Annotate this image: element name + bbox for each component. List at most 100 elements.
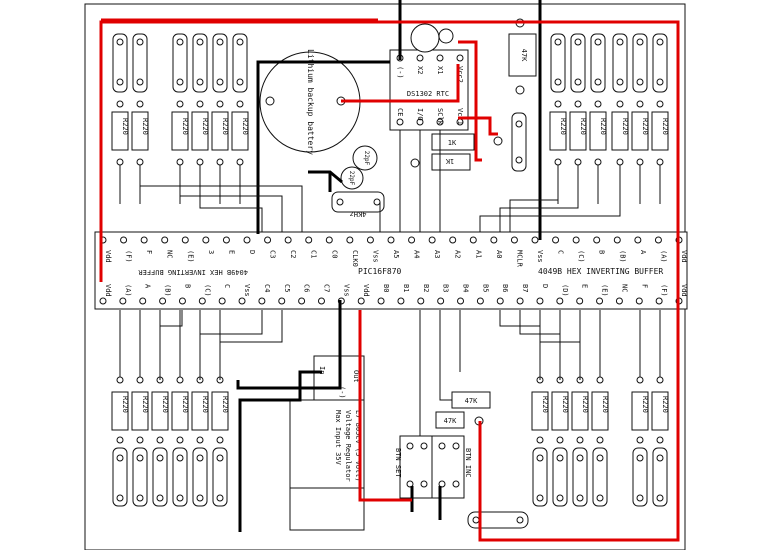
button-set: BTN SET: [394, 435, 433, 499]
led-pad: [594, 38, 602, 46]
resistor-220-label: R220: [621, 118, 629, 135]
pic-top-pin-label: (B): [618, 250, 626, 263]
res-pad: [574, 158, 582, 166]
led-pad: [116, 454, 124, 462]
pic-top-pin-label: A5: [392, 250, 400, 258]
led-pad: [596, 454, 604, 462]
res-pad: [116, 100, 124, 108]
pic-top-pin: [222, 236, 230, 244]
resistor-220: [611, 111, 629, 151]
resistor-220-label: R220: [161, 396, 169, 413]
rtc-pin-label: SClk: [436, 108, 444, 126]
pic-bottom-pin: [536, 297, 544, 305]
led-socket: [550, 33, 566, 93]
res-47k-top-label: 47K: [520, 49, 528, 62]
pic-top-pin-label: Vss: [536, 250, 544, 263]
resistor-led-column: R220: [231, 33, 249, 204]
led-pad: [196, 494, 204, 502]
pic-top-pin-label: A1: [474, 250, 482, 258]
led-pad: [176, 38, 184, 46]
led-pad: [596, 494, 604, 502]
resistor-220-label: R220: [599, 118, 607, 135]
rtc-pin: [456, 54, 464, 62]
pic-top-pin-label: C1: [310, 250, 318, 258]
voltage-regulator: In (-) Out L7 805CV (5 Volt) Voltage Reg…: [289, 355, 365, 531]
pic-top-pin: [202, 236, 210, 244]
pic-bottom-pin: [99, 297, 107, 305]
led-pad: [216, 494, 224, 502]
resistor-220-label: R220: [601, 396, 609, 413]
resistor-220-label: R220: [141, 396, 149, 413]
resistor-220: [591, 391, 609, 431]
reg-pin-gnd: (-): [338, 386, 346, 399]
led-pad: [656, 454, 664, 462]
crystal-label: 4KHz: [350, 210, 367, 218]
pic-bottom-pin-label: C5: [283, 284, 291, 292]
resistor-led-column: R220: [589, 33, 607, 204]
res-pad: [116, 376, 124, 384]
pic-bottom-pin: [615, 297, 623, 305]
led-pad: [574, 38, 582, 46]
pic-top-pin-label: C2: [289, 250, 297, 258]
resistor-220-label: R220: [661, 118, 669, 135]
pic-bottom-pin: [655, 297, 663, 305]
resistor-220: [651, 391, 669, 431]
resistor-220-label: R220: [541, 396, 549, 413]
btn-inc-label: BTN INC: [464, 448, 472, 478]
res-pad: [656, 158, 664, 166]
pic-bottom-pin-label: B1: [402, 284, 410, 292]
resistor-220: [151, 391, 169, 431]
led-socket: [652, 447, 668, 507]
resistor-220: [231, 111, 249, 151]
res-pad: [196, 158, 204, 166]
pic-top-pin: [428, 236, 436, 244]
resistor-led-column: R220: [569, 33, 587, 204]
reg-pin-out: Out: [352, 370, 360, 383]
led-socket: [632, 447, 648, 507]
resistor-led-column: R220: [151, 310, 169, 507]
led-socket: [112, 447, 128, 507]
pic-bottom-pin-label: C7: [322, 284, 330, 292]
led-pad: [216, 38, 224, 46]
rtc-pin: [396, 118, 404, 126]
res-pad: [554, 100, 562, 108]
res-pad: [636, 158, 644, 166]
led-pad: [176, 78, 184, 86]
thin-wires: [139, 130, 621, 436]
cap2-label: 22pF: [348, 171, 355, 186]
led-pad: [576, 454, 584, 462]
resistor-220: [111, 391, 129, 431]
pic16f870-chip: PIC16F870 4049B HEX INVERTING BUFFER 404…: [94, 231, 688, 310]
pic-bottom-pin-label: (B): [164, 284, 172, 297]
pic-top-pin-label: A4: [413, 250, 421, 258]
led-socket: [212, 447, 228, 507]
led-pad: [636, 494, 644, 502]
resistor-220-label: R220: [121, 396, 129, 413]
led-socket: [552, 447, 568, 507]
resistor-led-column: R220: [631, 33, 649, 204]
led-pad: [556, 494, 564, 502]
resistor-220-label: R220: [181, 118, 189, 135]
led-socket: [212, 33, 228, 93]
pic-top-pin-label: A: [639, 250, 647, 255]
pic-bottom-pin: [357, 297, 365, 305]
pic-bottom-pin-label: Vss: [243, 284, 251, 297]
led-pad: [636, 78, 644, 86]
pic-top-pin: [140, 236, 148, 244]
resistor-220: [131, 391, 149, 431]
rtc-pin-label: (-): [396, 66, 404, 79]
led-pad: [136, 494, 144, 502]
led-socket: [172, 33, 188, 93]
pic-top-pin-label: B: [598, 250, 606, 254]
rtc-pin: [436, 54, 444, 62]
res-pad: [116, 158, 124, 166]
pic-top-pin: [325, 236, 333, 244]
resistor-220-label: R220: [201, 118, 209, 135]
led-socket: [132, 447, 148, 507]
pic-top-pin: [634, 236, 642, 244]
resistor-led-column: R220: [111, 33, 129, 204]
pic-top-pin: [284, 236, 292, 244]
